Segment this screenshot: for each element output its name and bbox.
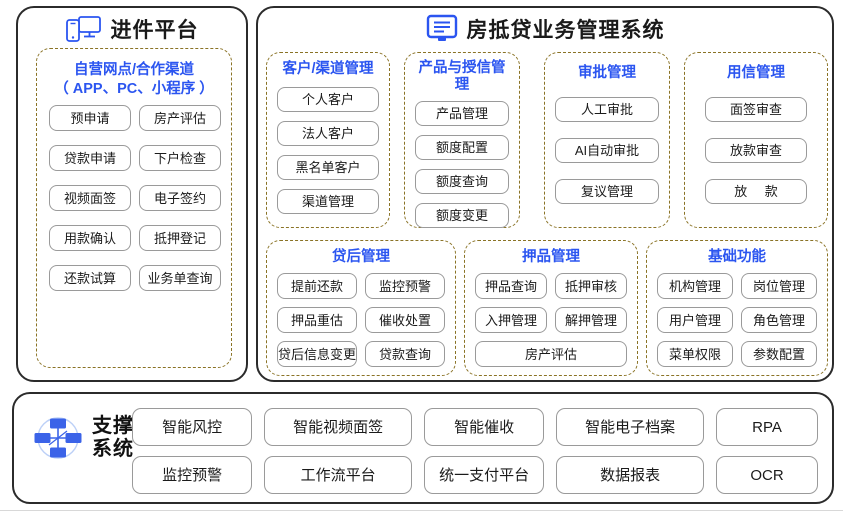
menu-item-统一支付平台[interactable]: 统一支付平台 <box>424 456 545 494</box>
channel-group-title-line1: 自营网点/合作渠道 <box>73 62 195 78</box>
group-post-loan: 贷后管理 提前还款监控预警押品重估催收处置贷后信息变更贷款查询 <box>266 240 456 376</box>
group-credit-usage: 用信管理 面签审查放款审查放 款 <box>684 52 828 228</box>
menu-item-视频面签[interactable]: 视频面签 <box>49 185 131 211</box>
intake-platform-panel: 进件平台 自营网点/合作渠道 （ APP、PC、小程序 ） 预申请房产评估贷款申… <box>16 6 248 382</box>
support-title-line2: 系统 <box>92 438 134 460</box>
menu-item-入押管理[interactable]: 入押管理 <box>475 307 547 333</box>
menu-item-提前还款[interactable]: 提前还款 <box>277 273 357 299</box>
menu-item-参数配置[interactable]: 参数配置 <box>741 341 817 367</box>
support-title-line1: 支撑 <box>92 415 134 437</box>
menu-item-额度变更[interactable]: 额度变更 <box>415 203 509 228</box>
menu-item-用户管理[interactable]: 用户管理 <box>657 307 733 333</box>
group-product-credit-items: 产品管理额度配置额度查询额度变更 <box>415 101 509 228</box>
support-system-panel: 支撑 系统 智能风控智能视频面签智能催收智能电子档案 RPA 监控预警工作流平台统一… <box>12 392 834 504</box>
group-approval-title: 审批管理 <box>578 65 636 81</box>
menu-item-人工审批[interactable]: 人工审批 <box>555 97 659 122</box>
bottom-divider <box>0 510 843 511</box>
menu-item-智能催收[interactable]: 智能催收 <box>424 408 545 446</box>
core-system-panel: 房抵贷业务管理系统 客户/渠道管理 个人客户法人客户黑名单客户渠道管理 产品与授… <box>256 6 834 382</box>
menu-item-押品重估[interactable]: 押品重估 <box>277 307 357 333</box>
group-collateral-title: 押品管理 <box>522 249 580 265</box>
menu-item-预申请[interactable]: 预申请 <box>49 105 131 131</box>
menu-item-工作流平台[interactable]: 工作流平台 <box>264 456 413 494</box>
menu-item-智能视频面签[interactable]: 智能视频面签 <box>264 408 413 446</box>
intake-item-grid: 预申请房产评估贷款申请下户检查视频面签电子签约用款确认抵押登记还款试算业务单查询 <box>49 105 221 291</box>
menu-item-抵押审核[interactable]: 抵押审核 <box>555 273 627 299</box>
menu-item-数据报表[interactable]: 数据报表 <box>556 456 705 494</box>
menu-item-下户检查[interactable]: 下户检查 <box>139 145 221 171</box>
menu-item-额度查询[interactable]: 额度查询 <box>415 169 509 194</box>
support-item-grid: 智能风控智能视频面签智能催收智能电子档案 RPA 监控预警工作流平台统一支付平台数据… <box>132 408 818 494</box>
group-product-credit: 产品与授信管理 产品管理额度配置额度查询额度变更 <box>404 52 520 228</box>
group-credit-usage-title: 用信管理 <box>727 65 785 81</box>
menu-item-产品管理[interactable]: 产品管理 <box>415 101 509 126</box>
channel-group-title: 自营网点/合作渠道 （ APP、PC、小程序 ） <box>37 61 231 99</box>
group-customer-channel-title: 客户/渠道管理 <box>282 61 374 77</box>
menu-item-智能风控[interactable]: 智能风控 <box>132 408 253 446</box>
support-brand-text: 支撑 系统 <box>92 415 134 461</box>
group-post-loan-title: 贷后管理 <box>332 249 390 265</box>
menu-item-监控预警[interactable]: 监控预警 <box>365 273 445 299</box>
core-panel-header: 房抵贷业务管理系统 <box>258 10 832 48</box>
monitor-list-icon <box>426 14 458 44</box>
menu-item-放款审查[interactable]: 放款审查 <box>705 138 807 163</box>
menu-item-催收处置[interactable]: 催收处置 <box>365 307 445 333</box>
group-basic-function: 基础功能 机构管理岗位管理用户管理角色管理菜单权限参数配置 <box>646 240 828 376</box>
menu-item-AI自动审批[interactable]: AI自动审批 <box>555 138 659 163</box>
support-brand: 支撑 系统 <box>32 412 134 464</box>
menu-item-RPA[interactable]: RPA <box>716 408 818 446</box>
group-basic-function-title: 基础功能 <box>708 249 766 265</box>
menu-item-角色管理[interactable]: 角色管理 <box>741 307 817 333</box>
group-customer-channel-items: 个人客户法人客户黑名单客户渠道管理 <box>277 87 379 214</box>
menu-item-黑名单客户[interactable]: 黑名单客户 <box>277 155 379 180</box>
menu-item-复议管理[interactable]: 复议管理 <box>555 179 659 204</box>
menu-item-面签审查[interactable]: 面签审查 <box>705 97 807 122</box>
menu-item-菜单权限[interactable]: 菜单权限 <box>657 341 733 367</box>
menu-item-监控预警[interactable]: 监控预警 <box>132 456 253 494</box>
group-post-loan-items: 提前还款监控预警押品重估催收处置贷后信息变更贷款查询 <box>277 273 445 367</box>
menu-item-机构管理[interactable]: 机构管理 <box>657 273 733 299</box>
menu-item-押品查询[interactable]: 押品查询 <box>475 273 547 299</box>
intake-panel-title: 进件平台 <box>110 19 199 42</box>
core-panel-title: 房抵贷业务管理系统 <box>466 19 665 42</box>
menu-item-个人客户[interactable]: 个人客户 <box>277 87 379 112</box>
group-collateral-items: 押品查询抵押审核入押管理解押管理房产评估 <box>475 273 627 367</box>
menu-item-解押管理[interactable]: 解押管理 <box>555 307 627 333</box>
channel-group-title-line2: （ APP、PC、小程序 ） <box>54 81 214 97</box>
group-customer-channel: 客户/渠道管理 个人客户法人客户黑名单客户渠道管理 <box>266 52 390 228</box>
menu-item-贷款申请[interactable]: 贷款申请 <box>49 145 131 171</box>
menu-item-岗位管理[interactable]: 岗位管理 <box>741 273 817 299</box>
menu-item-贷款查询[interactable]: 贷款查询 <box>365 341 445 367</box>
group-product-credit-title: 产品与授信管理 <box>418 60 506 93</box>
menu-item-抵押登记[interactable]: 抵押登记 <box>139 225 221 251</box>
group-approval-items: 人工审批 AI自动审批复议管理 <box>555 97 659 204</box>
devices-mobile-monitor-icon <box>65 15 102 43</box>
menu-item-放 款[interactable]: 放 款 <box>705 179 807 204</box>
menu-item-还款试算[interactable]: 还款试算 <box>49 265 131 291</box>
menu-item-用款确认[interactable]: 用款确认 <box>49 225 131 251</box>
menu-item-法人客户[interactable]: 法人客户 <box>277 121 379 146</box>
group-approval: 审批管理 人工审批 AI自动审批复议管理 <box>544 52 670 228</box>
menu-item-额度配置[interactable]: 额度配置 <box>415 135 509 160</box>
menu-item-房产评估[interactable]: 房产评估 <box>139 105 221 131</box>
group-credit-usage-items: 面签审查放款审查放 款 <box>705 97 807 204</box>
self-operated-channel-group: 自营网点/合作渠道 （ APP、PC、小程序 ） 预申请房产评估贷款申请下户检查… <box>36 48 232 368</box>
menu-item-渠道管理[interactable]: 渠道管理 <box>277 189 379 214</box>
menu-item-智能电子档案[interactable]: 智能电子档案 <box>556 408 705 446</box>
menu-item-电子签约[interactable]: 电子签约 <box>139 185 221 211</box>
menu-item-OCR[interactable]: OCR <box>716 456 818 494</box>
network-hub-icon <box>32 412 84 464</box>
intake-panel-header: 进件平台 <box>18 10 246 48</box>
group-collateral: 押品管理 押品查询抵押审核入押管理解押管理房产评估 <box>464 240 638 376</box>
menu-item-业务单查询[interactable]: 业务单查询 <box>139 265 221 291</box>
menu-item-房产评估[interactable]: 房产评估 <box>475 341 627 367</box>
group-basic-function-items: 机构管理岗位管理用户管理角色管理菜单权限参数配置 <box>657 273 817 367</box>
menu-item-贷后信息变更[interactable]: 贷后信息变更 <box>277 341 357 367</box>
